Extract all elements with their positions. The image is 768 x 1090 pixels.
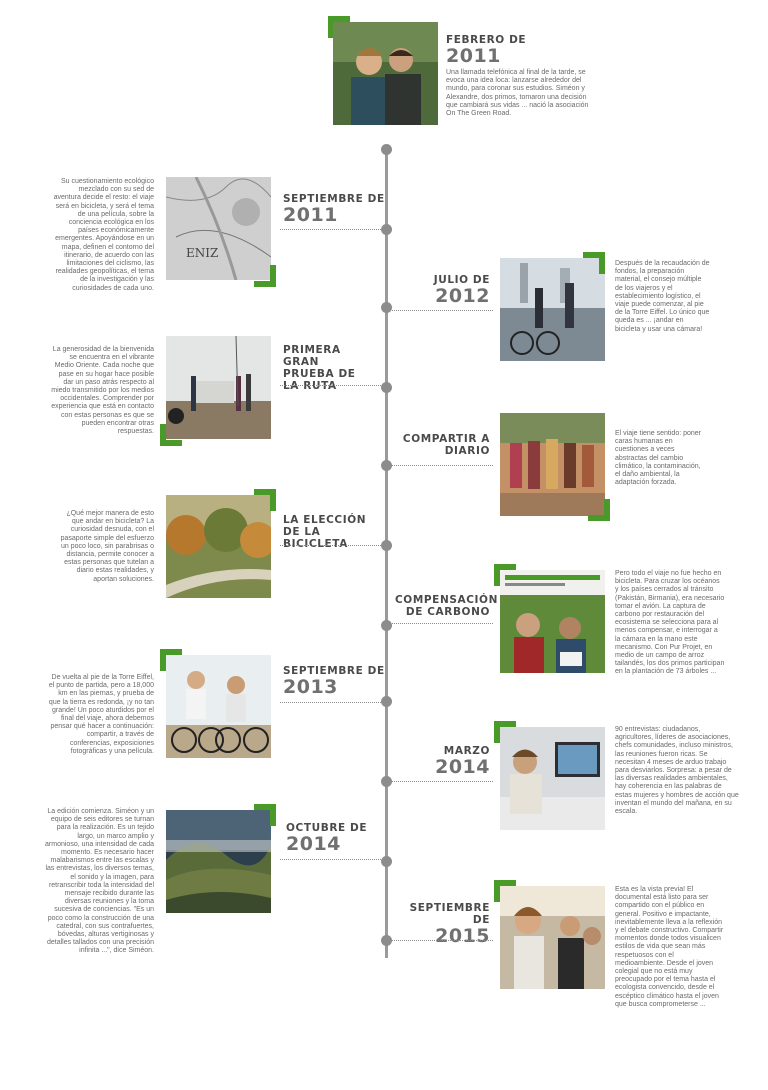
accent-corner <box>494 564 516 586</box>
accent-corner <box>328 16 350 38</box>
entry-text: 90 entrevistas: ciudadanos, agricultores… <box>615 726 739 816</box>
entry-heading: FEBRERO DE 2011 <box>446 34 527 67</box>
connector <box>390 465 493 466</box>
accent-corner <box>494 721 516 743</box>
entry-photo-forest-road <box>166 495 271 598</box>
accent-corner <box>160 424 182 446</box>
entry-heading: JULIO DE 2012 <box>433 274 490 307</box>
timeline-dot <box>381 460 392 471</box>
entry-text: De vuelta al pie de la Torre Eiffel, el … <box>48 674 154 755</box>
entry-text: ¿Qué mejor manera de esto que andar en b… <box>60 510 154 583</box>
entry-text: Esta es la vista previa! El documental e… <box>615 886 724 1008</box>
timeline-axis <box>385 148 388 958</box>
accent-corner <box>254 489 276 511</box>
timeline-dot <box>381 935 392 946</box>
connector <box>390 623 493 624</box>
connector <box>280 545 383 546</box>
entry-heading: SEPTIEMBRE DE 2011 <box>283 193 385 226</box>
entry-heading: OCTUBRE DE 2014 <box>286 822 368 855</box>
entry-text: Después de la recaudación de fondos, la … <box>615 260 710 333</box>
entry-photo-cyclists <box>166 655 271 758</box>
entry-text: La generosidad de la bienvenida se encue… <box>51 346 154 436</box>
entry-photo-carbon <box>500 570 605 673</box>
entry-photo-editing <box>500 727 605 830</box>
entry-photo-departure <box>500 258 605 361</box>
svg-text:ENIZ: ENIZ <box>186 246 218 260</box>
accent-corner <box>494 880 516 902</box>
timeline-dot <box>381 540 392 551</box>
entry-heading: COMPARTIR A DIARIO <box>402 433 490 457</box>
timeline-dot <box>381 620 392 631</box>
accent-corner <box>254 265 276 287</box>
accent-corner <box>588 499 610 521</box>
entry-photo-presentation <box>500 886 605 989</box>
timeline-dot <box>381 856 392 867</box>
entry-heading: SEPTIEMBRE DE 2013 <box>283 665 385 698</box>
accent-corner <box>254 804 276 826</box>
entry-text: El viaje tiene sentido: poner caras huma… <box>615 430 701 487</box>
entry-heading: LA ELECCIÓN DE LA BICICLETA <box>283 514 367 550</box>
entry-photo-children <box>500 413 605 516</box>
timeline-dot <box>381 144 392 155</box>
accent-corner <box>583 252 605 274</box>
connector <box>280 385 383 386</box>
entry-text: Su cuestionamiento ecológico mezclado co… <box>53 178 154 292</box>
entry-photo-roadside <box>166 336 271 439</box>
timeline-dot <box>381 382 392 393</box>
entry-photo-map: ENIZ <box>166 177 271 280</box>
accent-corner <box>160 649 182 671</box>
entry-photo-two-men <box>333 22 438 125</box>
entry-text: Pero todo el viaje no fue hecho en bicic… <box>615 570 725 676</box>
timeline-dot <box>381 302 392 313</box>
timeline-dot <box>381 776 392 787</box>
connector <box>390 940 493 941</box>
entry-heading: MARZO 2014 <box>435 745 490 778</box>
entry-heading: PRIMERA GRAN PRUEBA DE LA RUTA <box>283 344 356 392</box>
connector <box>390 781 493 782</box>
entry-photo-mountains <box>166 810 271 913</box>
entry-text: Una llamada telefónica al final de la ta… <box>446 69 589 118</box>
entry-heading: SEPTIEMBRE DE 2015 <box>409 902 490 947</box>
entry-heading: COMPENSACIÓN DE CARBONO <box>395 594 498 618</box>
timeline-dot <box>381 696 392 707</box>
connector <box>280 229 383 230</box>
entry-text: La edición comienza. Siméon y un equipo … <box>45 808 154 955</box>
timeline-dot <box>381 224 392 235</box>
connector <box>280 702 383 703</box>
connector <box>280 859 383 860</box>
connector <box>390 310 493 311</box>
